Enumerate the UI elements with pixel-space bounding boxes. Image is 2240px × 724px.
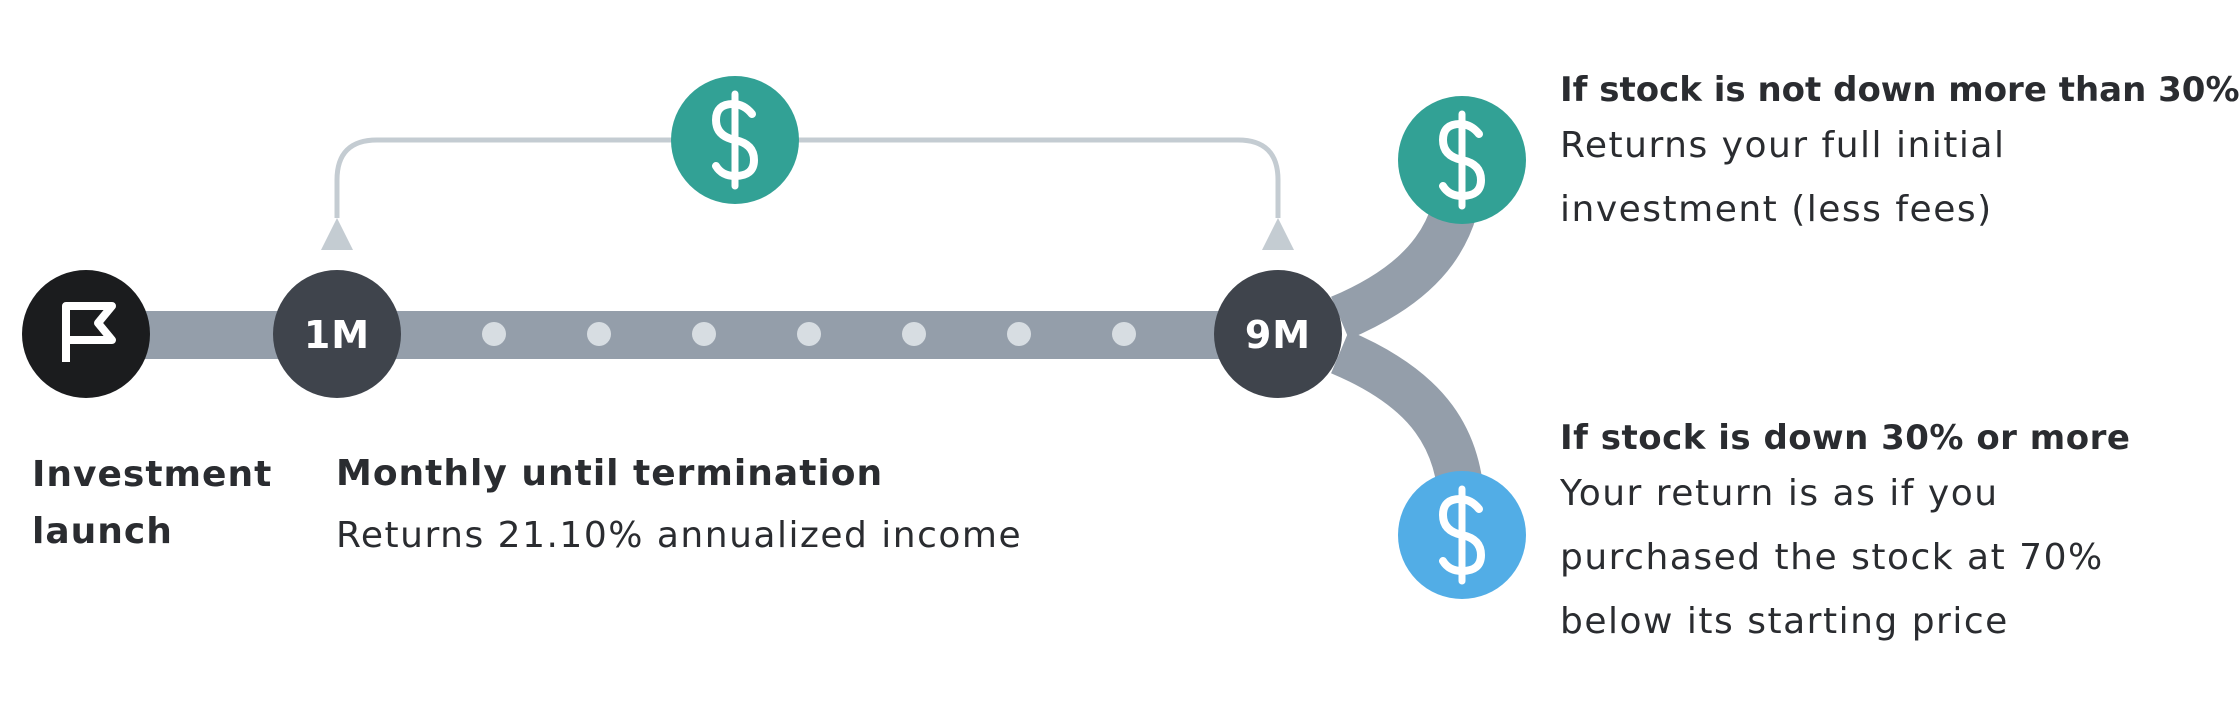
bracket-arrow-left [321, 218, 353, 250]
month-dot [797, 322, 821, 346]
marker-9m-label: 9M [1245, 313, 1311, 357]
monthly-dots [482, 322, 1136, 346]
outcome-up-text: If stock is not down more than 30% Retur… [1560, 66, 2240, 242]
month-dot [1112, 322, 1136, 346]
marker-1m: 1M [273, 270, 401, 398]
month-dot [902, 322, 926, 346]
bracket-arrow-right [1262, 218, 1294, 250]
outcome-up-line: Returns your full initial [1560, 125, 2006, 166]
outcome-up-title: If stock is not down more than 30% [1560, 70, 2240, 110]
marker-9m: 9M [1214, 270, 1342, 398]
outcome-down-line: purchased the stock at 70% [1560, 537, 2104, 578]
outcome-up-marker [1398, 96, 1526, 224]
payment-bracket [334, 137, 1281, 218]
outcome-down-line: Your return is as if you [1560, 473, 1999, 514]
outcome-up-line: investment (less fees) [1560, 189, 1993, 230]
income-marker [671, 76, 799, 204]
month-dot [587, 322, 611, 346]
marker-1m-label: 1M [304, 313, 370, 357]
dollar-icon [1438, 110, 1486, 210]
outcome-down-marker [1398, 471, 1526, 599]
dollar-icon [711, 90, 759, 190]
launch-label-line: launch [32, 511, 173, 552]
outcome-down-text: If stock is down 30% or more Your return… [1560, 414, 2230, 654]
outcome-down-title: If stock is down 30% or more [1560, 418, 2131, 458]
month-dot [482, 322, 506, 346]
launch-label: Investment launch [32, 446, 272, 560]
flag-icon [62, 302, 116, 362]
dollar-icon [1438, 485, 1486, 585]
month-dot [692, 322, 716, 346]
outcome-down-line: below its starting price [1560, 601, 2009, 642]
launch-marker [22, 270, 150, 398]
monthly-label: Monthly until termination Returns 21.10%… [336, 448, 1022, 562]
monthly-desc: Returns 21.10% annualized income [336, 515, 1023, 556]
monthly-title: Monthly until termination [336, 453, 884, 494]
launch-label-line: Investment [32, 454, 273, 495]
month-dot [1007, 322, 1031, 346]
